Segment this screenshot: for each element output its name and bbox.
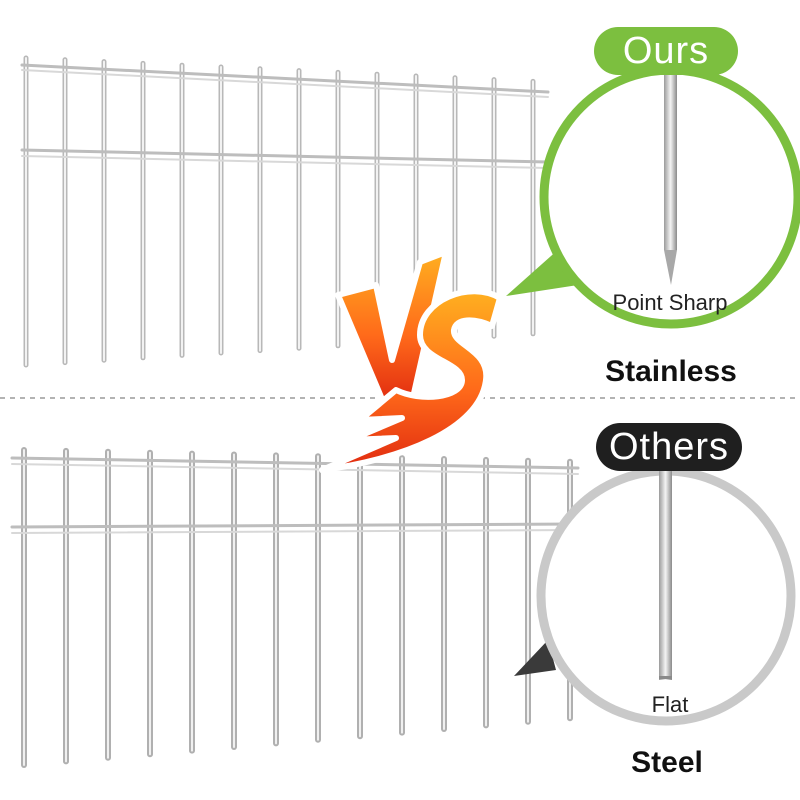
ours-tip-caption: Point Sharp [612,290,728,315]
ours-badge: Ours [594,27,738,75]
others-material-label: Steel [631,746,703,779]
vs-emblem [319,249,503,473]
bottom-fence [10,447,580,768]
others-zoom-circle [514,466,796,726]
others-tip-caption: Flat [651,692,689,717]
ours-material-label: Stainless [605,355,737,388]
flat-stake-tip [659,471,672,680]
others-badge: Others [596,423,742,471]
sharp-stake-tip [664,70,677,285]
ours-zoom-circle [506,65,800,329]
